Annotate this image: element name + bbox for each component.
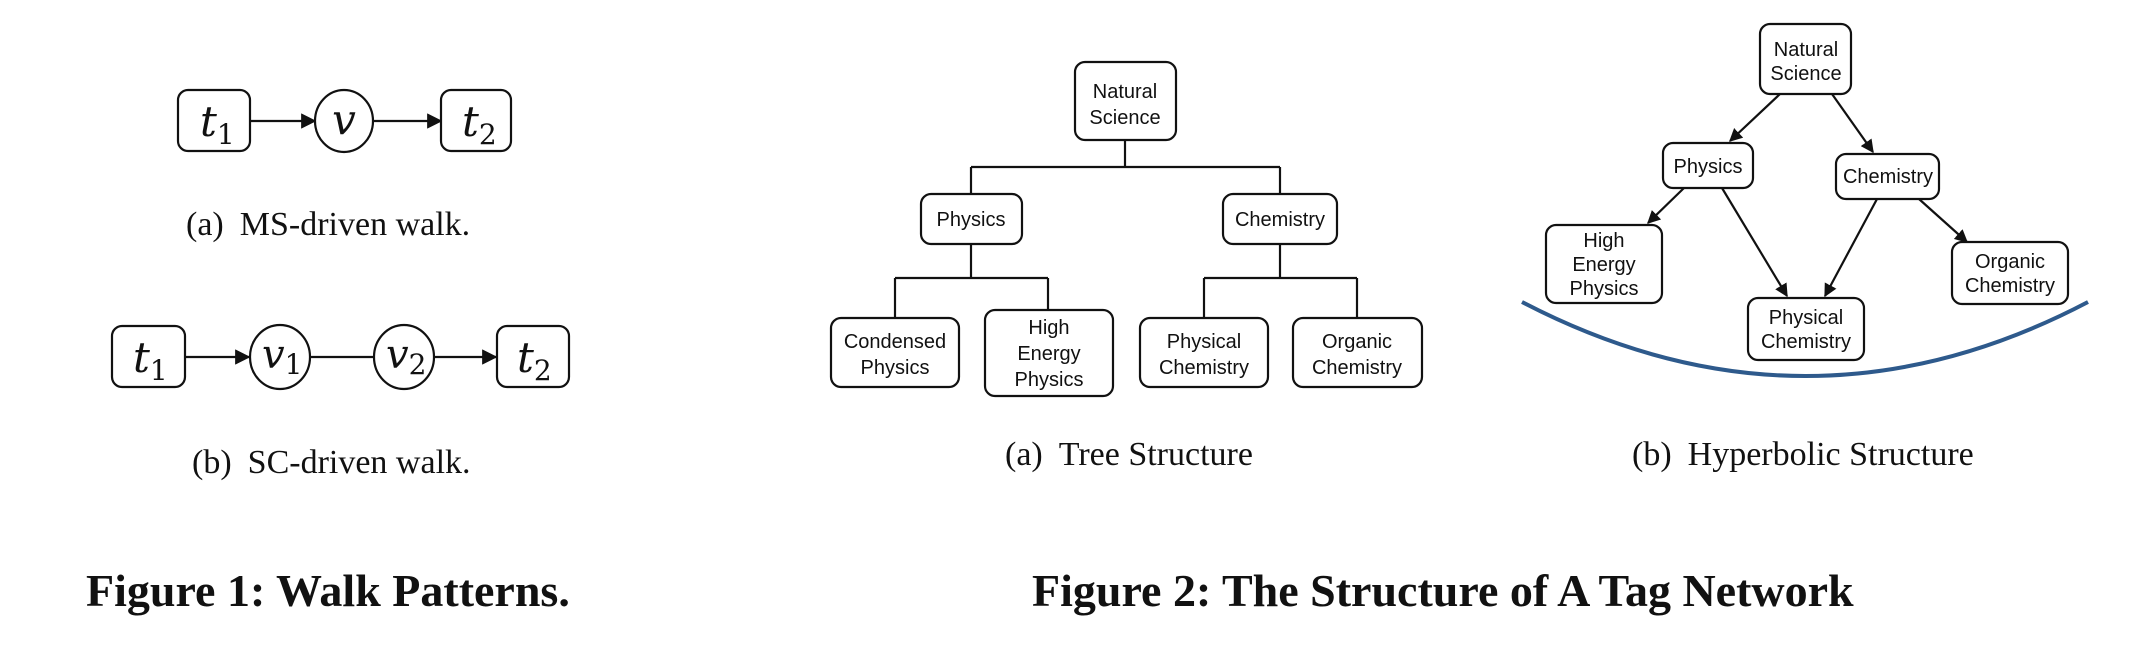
svg-text:Organic: Organic: [1975, 251, 2045, 273]
node-t2: t2: [439, 88, 513, 153]
svg-text:Chemistry: Chemistry: [1761, 331, 1851, 353]
svg-text:Chemistry: Chemistry: [1312, 357, 1402, 379]
caption-1a: (a)MS-driven walk.: [186, 206, 470, 243]
svg-text:t1: t1: [133, 333, 168, 387]
caption-2a: (a)Tree Structure: [1005, 436, 1253, 473]
tree-node-organic-chemistry: Organic Chemistry: [1291, 316, 1424, 389]
figure1-title: Figure 1: Walk Patterns.: [86, 565, 570, 616]
svg-text:t1: t1: [200, 97, 235, 151]
tree-connectors: [893, 140, 1359, 318]
svg-text:Physics: Physics: [861, 357, 930, 379]
tree-structure-diagram: Natural Science Physics Chemistry Conden…: [829, 60, 1424, 398]
svg-text:Organic: Organic: [1322, 331, 1392, 353]
svg-text:v2: v2: [386, 332, 426, 381]
svg-text:v1: v1: [262, 332, 302, 381]
svg-text:Energy: Energy: [1017, 343, 1080, 365]
node-v1: v1: [248, 323, 312, 391]
caption-2b: (b)Hyperbolic Structure: [1632, 436, 1974, 473]
tree-node-physical-chemistry: Physical Chemistry: [1138, 316, 1270, 389]
svg-text:Science: Science: [1770, 63, 1841, 85]
svg-text:Energy: Energy: [1572, 254, 1635, 276]
hyper-node-physical-chemistry: Physical Chemistry: [1746, 296, 1866, 362]
node-t1-b: t1: [110, 324, 187, 389]
svg-text:Physics: Physics: [1015, 369, 1084, 391]
svg-text:Natural: Natural: [1093, 81, 1157, 103]
svg-text:Chemistry: Chemistry: [1235, 209, 1325, 231]
figure1: t1 v t2 (a)MS-driven walk. t1 v1: [86, 88, 571, 616]
svg-text:t2: t2: [517, 333, 552, 387]
hyper-node-chemistry: Chemistry: [1834, 152, 1941, 201]
hyper-node-physics: Physics: [1661, 141, 1755, 190]
svg-text:High: High: [1583, 230, 1624, 252]
svg-text:v: v: [332, 95, 356, 144]
svg-text:Chemistry: Chemistry: [1159, 357, 1249, 379]
svg-text:Science: Science: [1089, 107, 1160, 129]
svg-text:Physics: Physics: [1674, 156, 1743, 178]
svg-text:High: High: [1028, 317, 1069, 339]
tree-node-chemistry: Chemistry: [1221, 192, 1339, 246]
svg-text:Physical: Physical: [1769, 307, 1843, 329]
svg-text:t2: t2: [462, 97, 497, 151]
svg-text:Natural: Natural: [1774, 39, 1838, 61]
sc-walk-diagram: t1 v1 v2 t2: [110, 323, 571, 391]
hyperbolic-structure-diagram: Natural Science Physics Chemistry High E…: [1521, 22, 2089, 378]
node-v2: v2: [372, 323, 436, 391]
hyper-node-natural-science: Natural Science: [1758, 22, 1853, 96]
hyperbolic-edges: [1647, 93, 1968, 298]
hyper-node-organic-chemistry: Organic Chemistry: [1950, 240, 2070, 306]
tree-node-condensed-physics: Condensed Physics: [829, 316, 961, 389]
node-t2-b: t2: [495, 324, 571, 389]
hyper-node-high-energy-physics: High Energy Physics: [1544, 223, 1664, 305]
svg-text:Chemistry: Chemistry: [1843, 166, 1933, 188]
tree-node-physics: Physics: [919, 192, 1024, 246]
figure2-title: Figure 2: The Structure of A Tag Network: [1032, 565, 1854, 616]
caption-1b: (b)SC-driven walk.: [192, 444, 471, 481]
svg-text:Chemistry: Chemistry: [1965, 275, 2055, 297]
node-v: v: [313, 88, 375, 154]
ms-walk-diagram: t1 v t2: [176, 88, 513, 154]
tree-node-natural-science: Natural Science: [1073, 60, 1178, 142]
svg-text:Condensed: Condensed: [844, 331, 946, 353]
tree-node-high-energy-physics: High Energy Physics: [983, 308, 1115, 398]
node-t1: t1: [176, 88, 252, 153]
svg-text:Physics: Physics: [1570, 278, 1639, 300]
svg-text:Physical: Physical: [1167, 331, 1241, 353]
hyperbolic-boundary-arc: [1521, 300, 2089, 378]
svg-text:Physics: Physics: [937, 209, 1006, 231]
